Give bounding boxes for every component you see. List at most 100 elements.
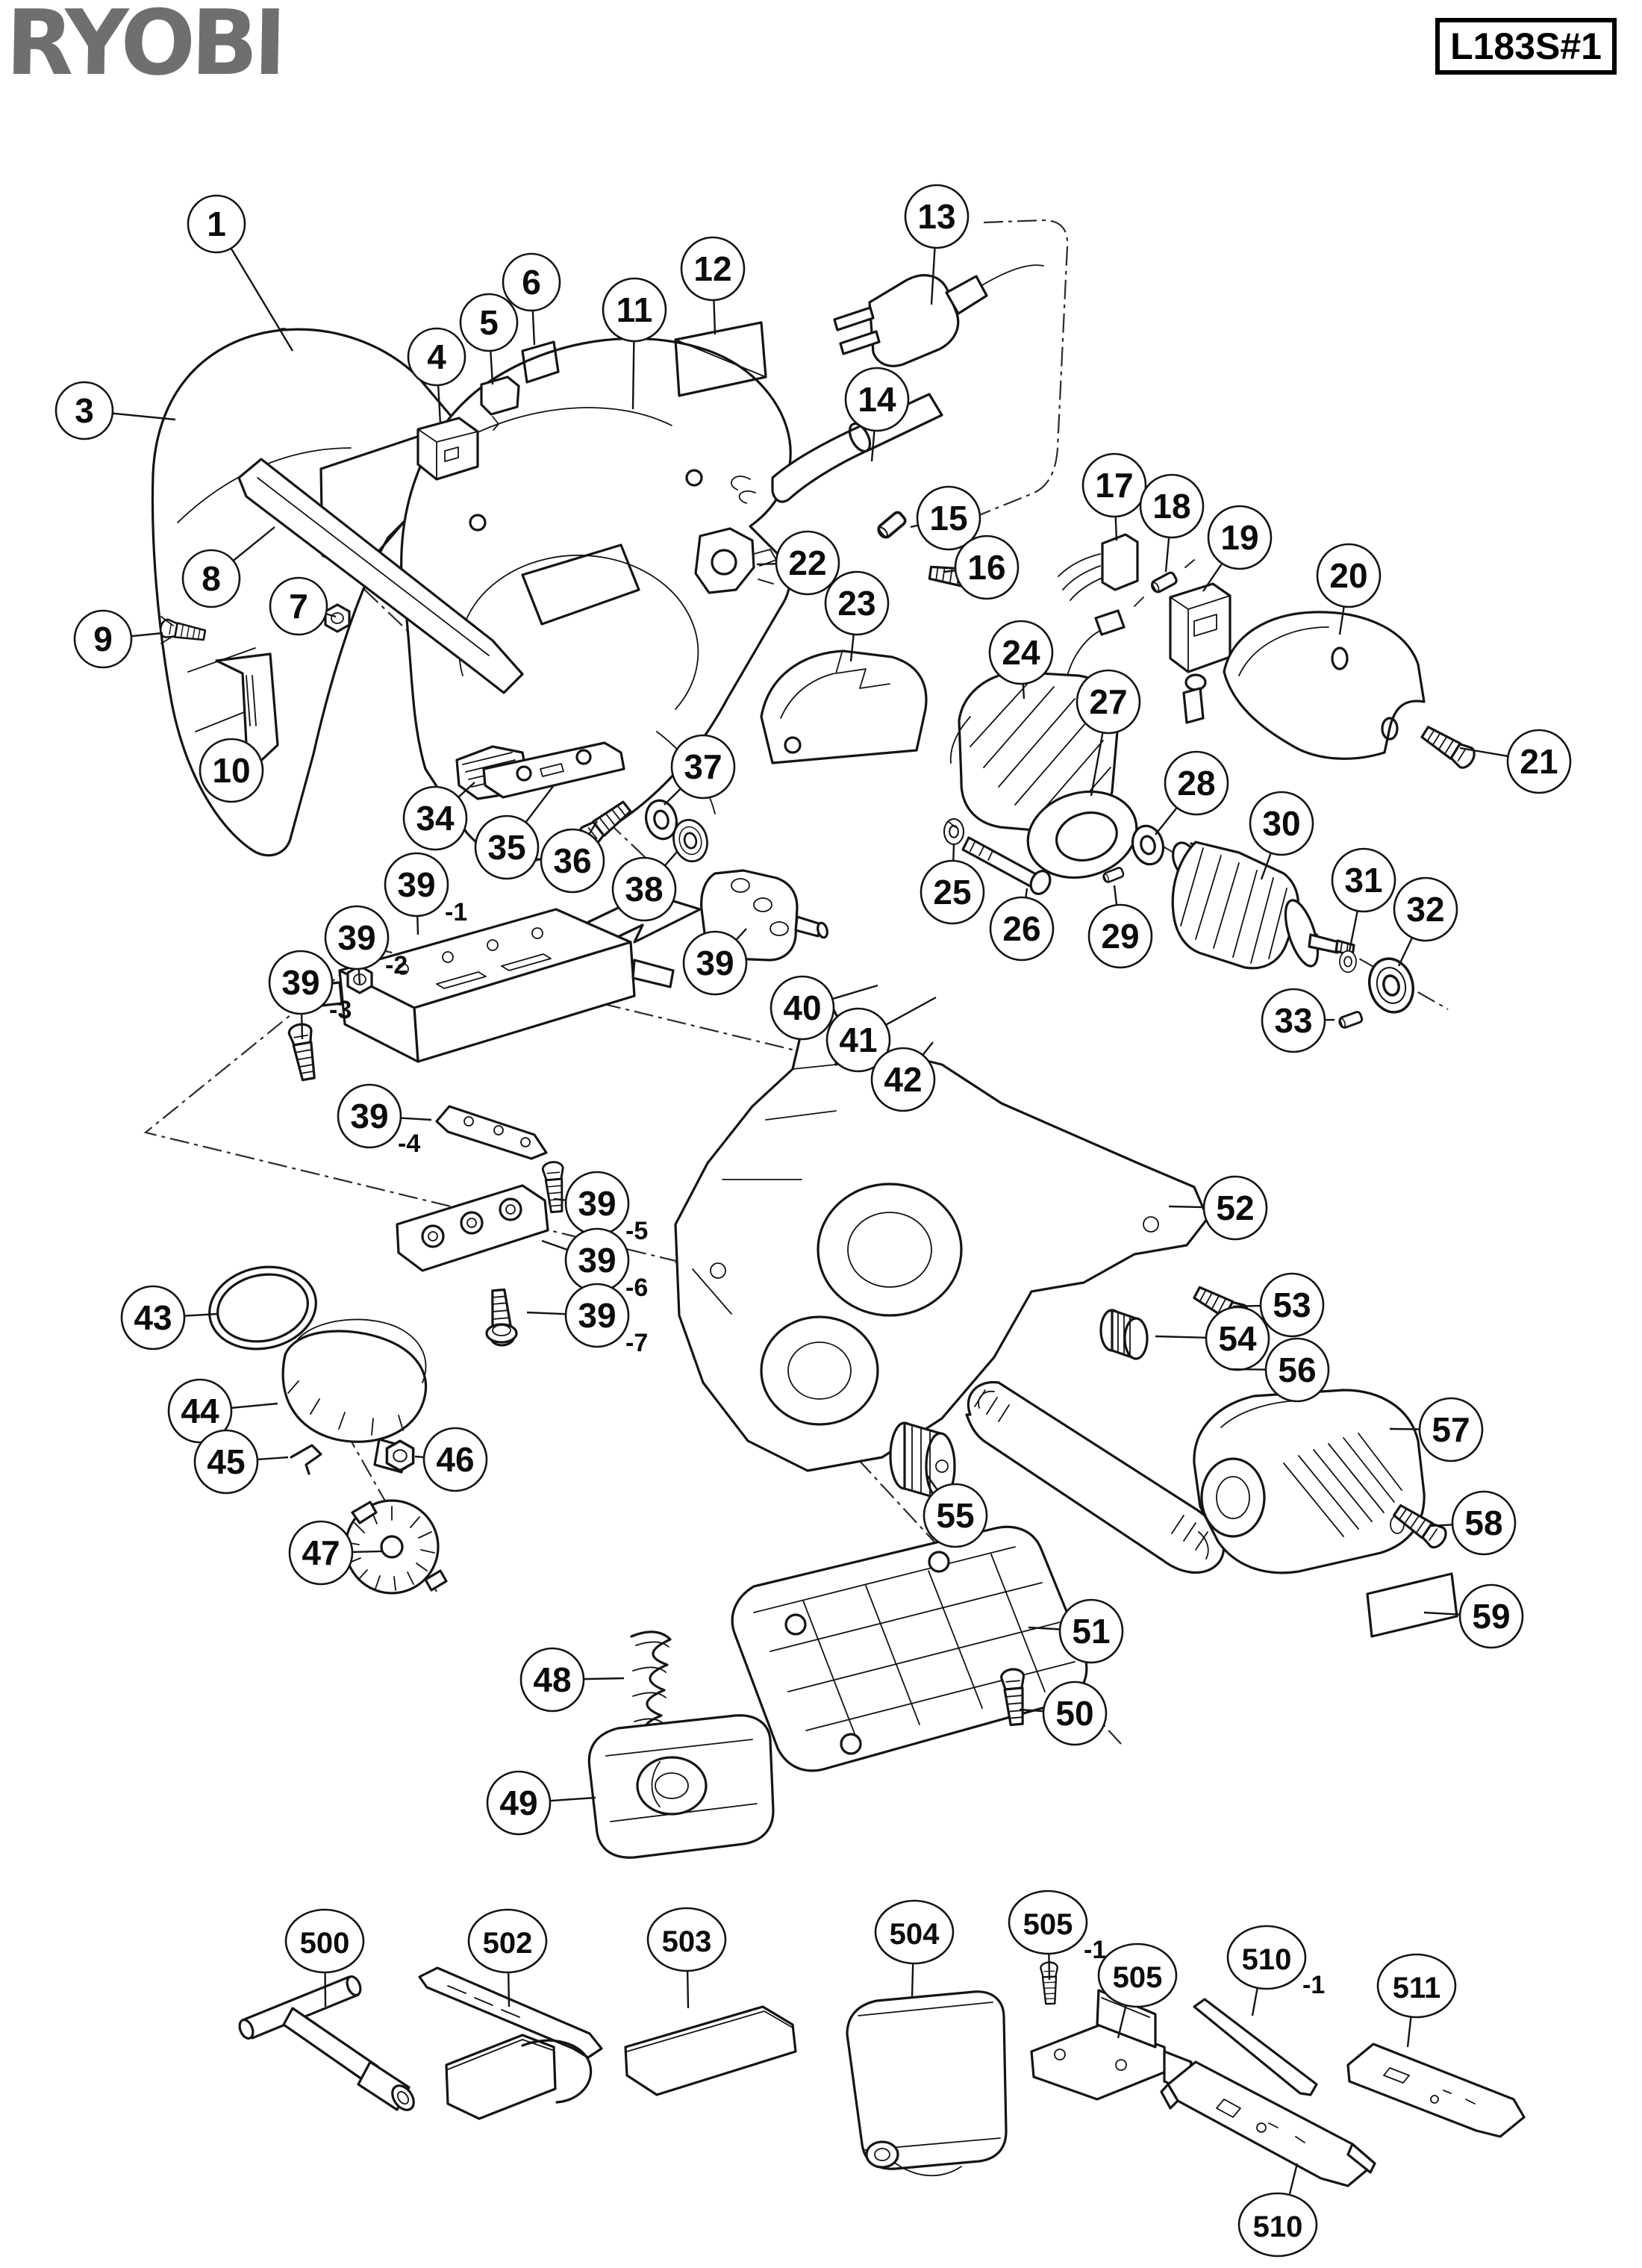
leader-line xyxy=(1260,853,1272,880)
balloon-circle xyxy=(1226,1925,1307,1990)
leader-line xyxy=(230,247,294,352)
leader-line xyxy=(553,1197,566,1201)
deflector-8 xyxy=(237,458,524,694)
balloon-number: 24 xyxy=(1002,633,1040,672)
edge-guide-502 xyxy=(418,1966,603,2120)
balloon-number: 30 xyxy=(1262,804,1300,843)
balloon-number: 39 xyxy=(337,918,375,957)
callout-24: 24 xyxy=(988,620,1054,700)
balloon-number: 39 xyxy=(281,963,319,1002)
leader-line xyxy=(112,412,176,421)
balloon-number: 6 xyxy=(522,263,541,302)
leader-line xyxy=(1113,885,1118,906)
balloon-number: 37 xyxy=(684,747,722,786)
leader-line xyxy=(631,340,635,410)
leader-line xyxy=(1459,747,1508,758)
balloon-number: 39 xyxy=(578,1241,616,1280)
callout-31: 31 xyxy=(1331,847,1396,952)
leader-line xyxy=(588,820,599,835)
callout-50: 50 xyxy=(1019,1680,1108,1746)
callout-15: 15 xyxy=(910,485,981,551)
balloon-circle xyxy=(467,1908,548,1974)
balloon-number: 50 xyxy=(1055,1694,1093,1733)
leader-line xyxy=(713,299,717,335)
balloon-circle xyxy=(1259,1272,1325,1338)
leader-line xyxy=(325,613,337,618)
balloon-number: 505 xyxy=(1113,1961,1163,1994)
balloon-circle xyxy=(1139,473,1205,539)
balloon-circle xyxy=(844,367,910,432)
balloon-circle xyxy=(120,1285,186,1350)
wing-screw-9 xyxy=(158,616,207,645)
callout-500: 500 xyxy=(284,1908,365,2007)
leader-line xyxy=(1114,516,1118,541)
balloon-circle xyxy=(1042,1680,1108,1746)
balloon-number: 500 xyxy=(300,1927,350,1960)
leader-line xyxy=(184,1312,219,1317)
balloon-circle xyxy=(1393,876,1458,942)
callout-39: 39 xyxy=(682,928,748,996)
balloon-circle xyxy=(989,896,1055,962)
nut-46 xyxy=(385,1439,415,1472)
brush-holder-22 xyxy=(694,527,777,594)
cutter-block-39-1 xyxy=(299,908,675,1063)
balloon-number: 39 xyxy=(578,1296,616,1335)
callout-26: 26 xyxy=(989,888,1055,962)
balloon-circle xyxy=(775,530,840,596)
balloon-number: 42 xyxy=(884,1060,922,1099)
balloon-number: 45 xyxy=(207,1442,245,1481)
dust-chute-504 xyxy=(846,1990,1008,2177)
tube-18 xyxy=(1134,559,1195,607)
lock-washer-25 xyxy=(943,818,965,845)
leader-line xyxy=(490,350,494,385)
callout-19: 19 xyxy=(1202,505,1273,592)
leader-line xyxy=(232,526,275,561)
balloon-circle xyxy=(904,184,970,249)
balloon-number: 510 xyxy=(1242,1943,1292,1976)
base-plate-51 xyxy=(731,1525,1088,1772)
leader-line xyxy=(1164,537,1170,573)
callout-51: 51 xyxy=(1028,1598,1124,1664)
balloon-circle xyxy=(269,576,328,636)
dial-47 xyxy=(344,1499,448,1595)
leader-line xyxy=(943,570,956,573)
balloon-circle xyxy=(988,620,1054,685)
balloon-circle xyxy=(1331,847,1396,913)
balloon-number: 54 xyxy=(1218,1319,1257,1358)
model-number-badge: L183S#1 xyxy=(1435,18,1617,75)
block-503 xyxy=(624,2005,797,2096)
balloon-number: 35 xyxy=(487,828,525,867)
balloon-number: 52 xyxy=(1216,1188,1254,1227)
balloon-number: 510 xyxy=(1253,2211,1303,2243)
leader-line xyxy=(458,782,475,798)
key-33 xyxy=(1336,1009,1364,1030)
leader-line xyxy=(1288,2163,1299,2196)
balloon-number: 505 xyxy=(1023,1908,1073,1941)
leader-line xyxy=(400,1117,432,1121)
balloon-circle xyxy=(486,1770,552,1836)
socket-wrench-500 xyxy=(238,1975,415,2111)
callout-504: 504 xyxy=(874,1899,955,1998)
balloon-number: 33 xyxy=(1274,1001,1312,1040)
leader-line xyxy=(1202,563,1223,592)
callout-8: 8 xyxy=(181,526,275,608)
balloon-number: 34 xyxy=(416,799,455,838)
balloon-circle xyxy=(770,975,835,1041)
balloon-number: 46 xyxy=(436,1440,474,1479)
callout-30: 30 xyxy=(1249,791,1314,880)
callout-7: 7 xyxy=(269,576,337,636)
callout-502: 502 xyxy=(467,1908,548,2007)
balloon-circle xyxy=(611,856,677,922)
balloon-number: 47 xyxy=(302,1533,340,1572)
balloon-circle xyxy=(1506,729,1572,794)
balloon-circle xyxy=(1202,1175,1268,1241)
callout-37: 37 xyxy=(664,734,736,806)
balloon-number: 58 xyxy=(1464,1504,1502,1542)
balloon-number: 40 xyxy=(783,988,821,1027)
balloon-number: 44 xyxy=(181,1392,219,1430)
belt-56 xyxy=(965,1380,1225,1574)
balloon-circle xyxy=(954,535,1020,600)
leader-line xyxy=(910,524,919,529)
balloon-number: 55 xyxy=(936,1496,974,1535)
callout-22: 22 xyxy=(756,530,840,596)
